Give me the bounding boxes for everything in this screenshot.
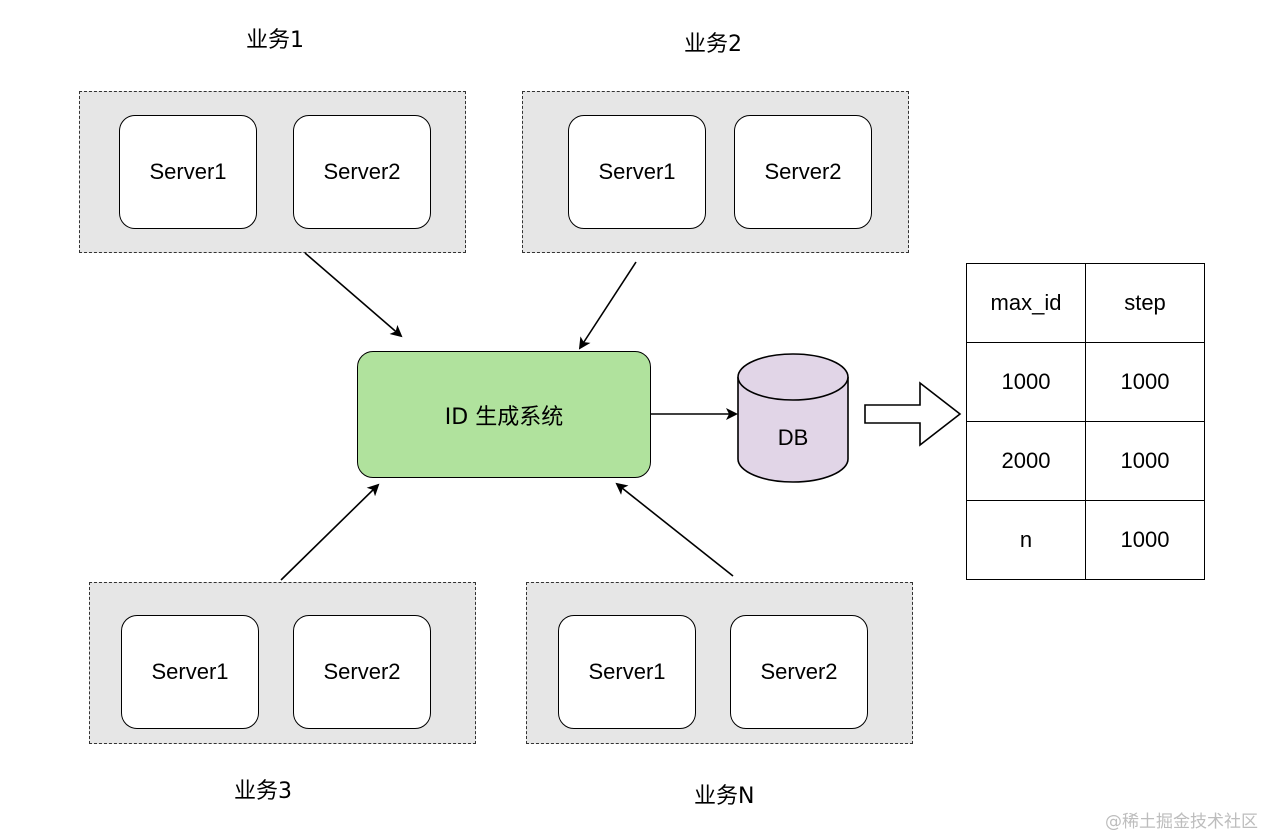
service-group-n: Server1 Server2 <box>526 582 913 744</box>
table-cell: n <box>966 500 1086 580</box>
server-box: Server2 <box>293 115 431 229</box>
table-row: 1000 1000 <box>966 342 1205 422</box>
server-box: Server1 <box>121 615 259 729</box>
table-row: 2000 1000 <box>966 421 1205 501</box>
table-header-cell: max_id <box>966 263 1086 343</box>
service-group-2: Server1 Server2 <box>522 91 909 253</box>
group-label-3: 业务3 <box>234 779 292 804</box>
db-label: DB <box>777 425 809 450</box>
arrow-group1-to-idgen <box>304 252 403 338</box>
group-label-n: 业务N <box>694 784 755 809</box>
server-box: Server2 <box>293 615 431 729</box>
table-header-row: max_id step <box>966 263 1205 343</box>
service-group-3: Server1 Server2 <box>89 582 476 744</box>
table-cell: 1000 <box>1085 342 1205 422</box>
arrow-groupn-to-idgen <box>615 482 734 577</box>
service-group-1: Server1 Server2 <box>79 91 466 253</box>
table-header-cell: step <box>1085 263 1205 343</box>
group-label-2: 业务2 <box>684 32 742 57</box>
table-cell: 1000 <box>1085 421 1205 501</box>
id-generation-system: ID 生成系统 <box>357 351 651 478</box>
table-cell: 1000 <box>966 342 1086 422</box>
db-table: max_id step 1000 1000 2000 1000 n 1000 <box>966 263 1205 580</box>
hollow-arrow-icon <box>864 381 962 447</box>
server-box: Server1 <box>119 115 257 229</box>
watermark: @稀土掘金技术社区 <box>1105 812 1258 832</box>
server-box: Server2 <box>734 115 872 229</box>
arrow-group3-to-idgen <box>280 483 380 581</box>
server-box: Server2 <box>730 615 868 729</box>
id-generation-label: ID 生成系统 <box>444 404 564 430</box>
table-row: n 1000 <box>966 500 1205 580</box>
table-cell: 2000 <box>966 421 1086 501</box>
arrow-group2-to-idgen <box>578 261 637 350</box>
server-box: Server1 <box>558 615 696 729</box>
db-cylinder <box>737 353 849 483</box>
server-box: Server1 <box>568 115 706 229</box>
table-cell: 1000 <box>1085 500 1205 580</box>
group-label-1: 业务1 <box>246 28 304 53</box>
